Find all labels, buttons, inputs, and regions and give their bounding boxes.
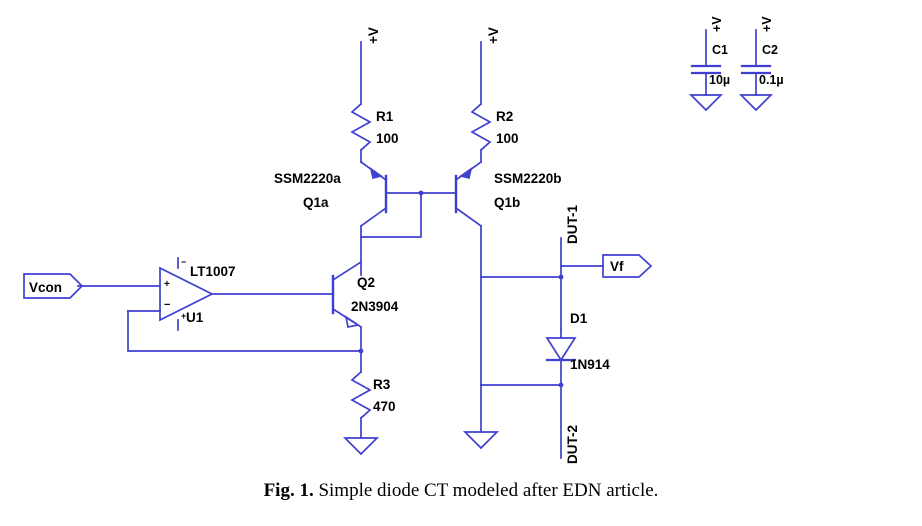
c1-ref: C1 xyxy=(712,43,728,57)
wire-base-to-q1a-collector xyxy=(360,192,422,238)
net-label-dut1: DUT-1 xyxy=(565,204,580,244)
q1a-part: SSM2220a xyxy=(274,171,341,186)
net-label-dut2: DUT-2 xyxy=(565,424,580,464)
opamp-pwr-plus-label: + xyxy=(181,311,187,321)
q2-ref: Q2 xyxy=(357,275,376,290)
q1b-part: SSM2220b xyxy=(494,171,562,186)
resistor-r1-body xyxy=(350,102,372,152)
port-flag-vf[interactable] xyxy=(602,254,653,278)
ground-symbol-c1 xyxy=(688,94,724,112)
q1b-collector-lead xyxy=(454,206,483,228)
rail-label-c1: +V xyxy=(710,16,724,32)
figure-caption-text: Simple diode CT modeled after EDN articl… xyxy=(318,480,659,501)
port-flag-vcon[interactable] xyxy=(23,273,84,299)
c2-ref: C2 xyxy=(762,43,778,57)
ground-symbol-dut2 xyxy=(462,431,500,450)
c2-value: 0.1µ xyxy=(759,73,784,87)
q2-part: 2N3904 xyxy=(351,299,399,314)
junction-base-tie xyxy=(418,190,424,196)
r3-ref: R3 xyxy=(373,377,391,392)
q1a-ref: Q1a xyxy=(303,195,329,210)
r2-ref: R2 xyxy=(496,109,514,124)
d1-ref: D1 xyxy=(570,311,588,326)
resistor-r2-body xyxy=(470,102,492,152)
c1-value: 10µ xyxy=(709,73,731,87)
ground-symbol-c2 xyxy=(738,94,774,112)
port-label-vf[interactable]: Vf xyxy=(610,259,624,274)
rail-label-r1: +V xyxy=(366,27,381,44)
rail-label-r2: +V xyxy=(486,27,501,44)
figure-number: Fig. 1. xyxy=(263,480,314,501)
junction-dut2 xyxy=(558,382,564,388)
d1-part: 1N914 xyxy=(570,357,610,372)
q1a-collector-lead xyxy=(359,206,388,228)
resistor-r3-body xyxy=(350,370,372,420)
r3-value: 470 xyxy=(373,399,396,414)
junction-dut1 xyxy=(558,274,564,280)
wire-feedback-loop xyxy=(127,310,362,352)
ground-symbol-r3 xyxy=(342,437,380,456)
r1-ref: R1 xyxy=(376,109,394,124)
port-label-vcon[interactable]: Vcon xyxy=(29,280,63,295)
q1b-ref: Q1b xyxy=(494,195,521,210)
opamp-minus-input-label: − xyxy=(164,299,171,311)
figure-caption: Fig. 1. Simple diode CT modeled after ED… xyxy=(0,480,922,502)
rail-label-c2: +V xyxy=(760,16,774,32)
q2-emitter-arrow xyxy=(344,315,361,329)
opamp-pwr-minus-label: − xyxy=(181,257,187,267)
junction-q2-emitter xyxy=(358,348,364,354)
r2-value: 100 xyxy=(496,131,519,146)
q1b-emitter-arrow xyxy=(458,167,473,180)
u1-ref: U1 xyxy=(186,310,204,325)
q2-collector-lead xyxy=(331,260,363,282)
opamp-plus-input-label: + xyxy=(164,279,170,290)
r1-value: 100 xyxy=(376,131,399,146)
opamp-body xyxy=(159,266,214,322)
u1-part: LT1007 xyxy=(190,264,236,279)
q1a-emitter-arrow xyxy=(369,167,384,180)
